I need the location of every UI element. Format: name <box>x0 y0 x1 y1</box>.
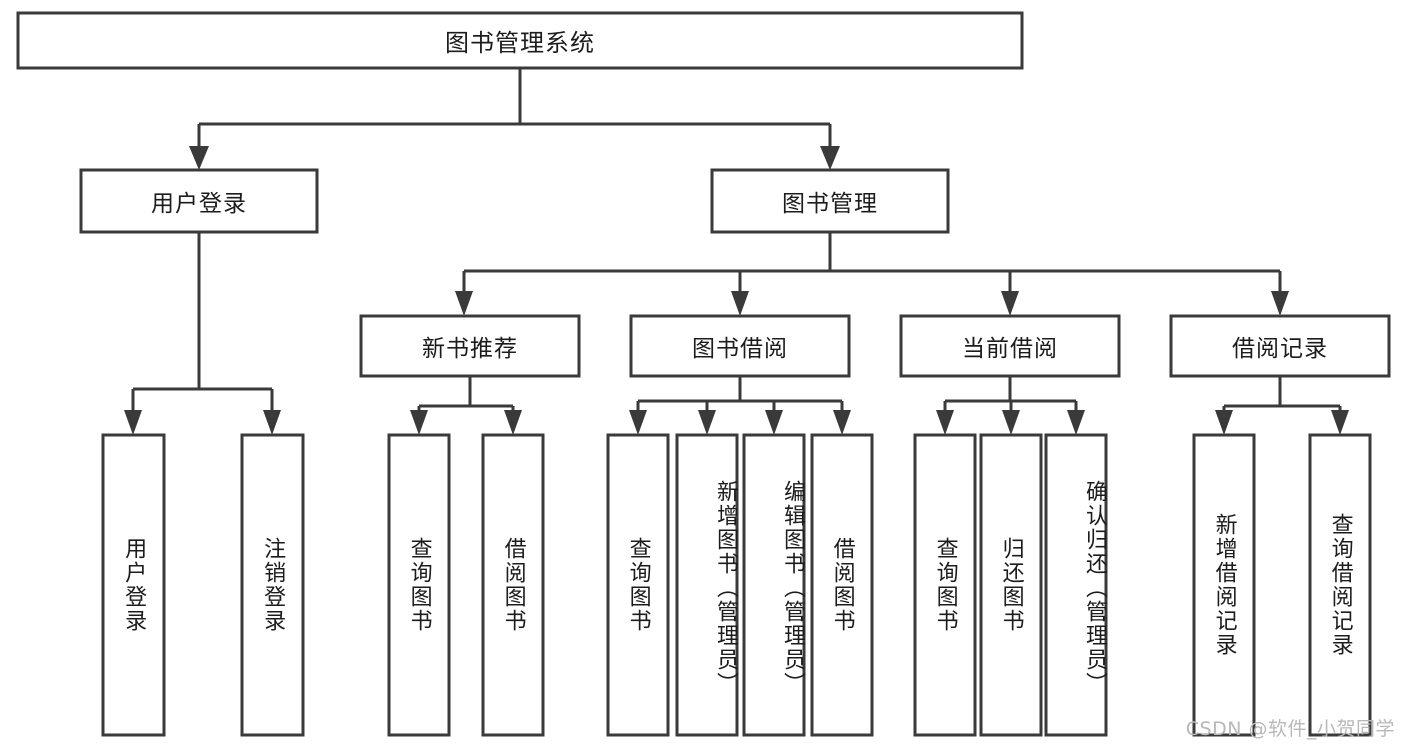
leaf-box-logout[interactable] <box>240 433 305 737</box>
arrow-head-new-book-rec <box>455 291 473 316</box>
node-box-book-borrow[interactable] <box>629 314 851 378</box>
leaf-box-add-borrow-record[interactable] <box>1192 433 1256 737</box>
node-box-new-book-recommend[interactable] <box>359 314 581 378</box>
leaf-box-borrow-book-1[interactable] <box>481 433 545 737</box>
leaf-box-query-book-1[interactable] <box>387 433 451 737</box>
arrow-head-leaf-query-record <box>1331 410 1349 435</box>
arrow-head-leaf-query-book-1 <box>410 410 428 435</box>
leaf-box-return-book[interactable] <box>979 433 1043 737</box>
leaf-box-edit-book-admin[interactable] <box>742 433 806 737</box>
arrow-head-leaf-user-login <box>124 410 142 435</box>
arrow-head-leaf-edit-book <box>765 410 783 435</box>
arrow-head-borrow-record <box>1271 291 1289 316</box>
arrow-head-leaf-query-book-3 <box>936 410 954 435</box>
arrow-head-book-borrow <box>731 291 749 316</box>
leaf-box-add-book-admin[interactable] <box>675 433 739 737</box>
arrow-head-leaf-borrow-book-1 <box>504 410 522 435</box>
leaf-box-query-book-2[interactable] <box>606 433 670 737</box>
arrow-head-leaf-return-book <box>1002 410 1020 435</box>
arrow-head-leaf-logout <box>263 410 281 435</box>
node-box-book-management[interactable] <box>710 168 950 234</box>
arrow-head-leaf-query-book-2 <box>629 410 647 435</box>
node-box-root[interactable] <box>16 11 1024 70</box>
arrow-head-user-login <box>189 146 209 170</box>
leaf-box-query-book-3[interactable] <box>913 433 977 737</box>
arrow-head-current-borrow <box>1001 291 1019 316</box>
arrow-head-leaf-add-record <box>1215 410 1233 435</box>
node-box-current-borrow[interactable] <box>899 314 1121 378</box>
arrow-head-book-mgmt <box>820 146 840 170</box>
leaf-box-query-borrow-record[interactable] <box>1308 433 1372 737</box>
arrow-head-leaf-add-book <box>698 410 716 435</box>
arrow-head-leaf-borrow-book-2 <box>833 410 851 435</box>
leaf-box-borrow-book-2[interactable] <box>810 433 874 737</box>
node-box-borrow-record[interactable] <box>1169 314 1391 378</box>
arrow-head-leaf-confirm-return <box>1067 410 1085 435</box>
node-box-user-login[interactable] <box>79 168 319 234</box>
leaf-box-user-login[interactable] <box>101 433 166 737</box>
leaf-box-confirm-return-admin[interactable] <box>1044 433 1108 737</box>
